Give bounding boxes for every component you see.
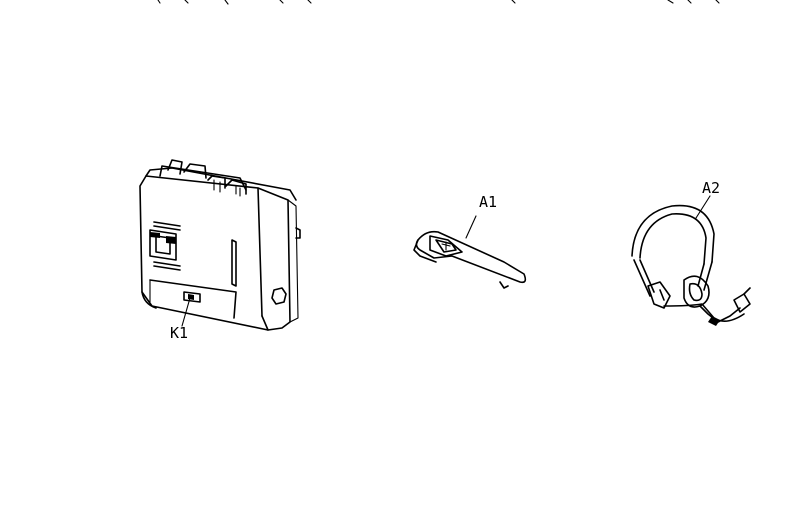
belt-clip-drawing bbox=[413, 215, 527, 289]
cropped-top-fragments bbox=[157, 0, 720, 5]
headphones-drawing bbox=[631, 195, 751, 326]
label-a2: A2 bbox=[702, 179, 721, 197]
label-k1: K1 bbox=[170, 324, 189, 342]
label-a1: A1 bbox=[479, 193, 498, 211]
cassette-player-drawing bbox=[139, 159, 301, 331]
